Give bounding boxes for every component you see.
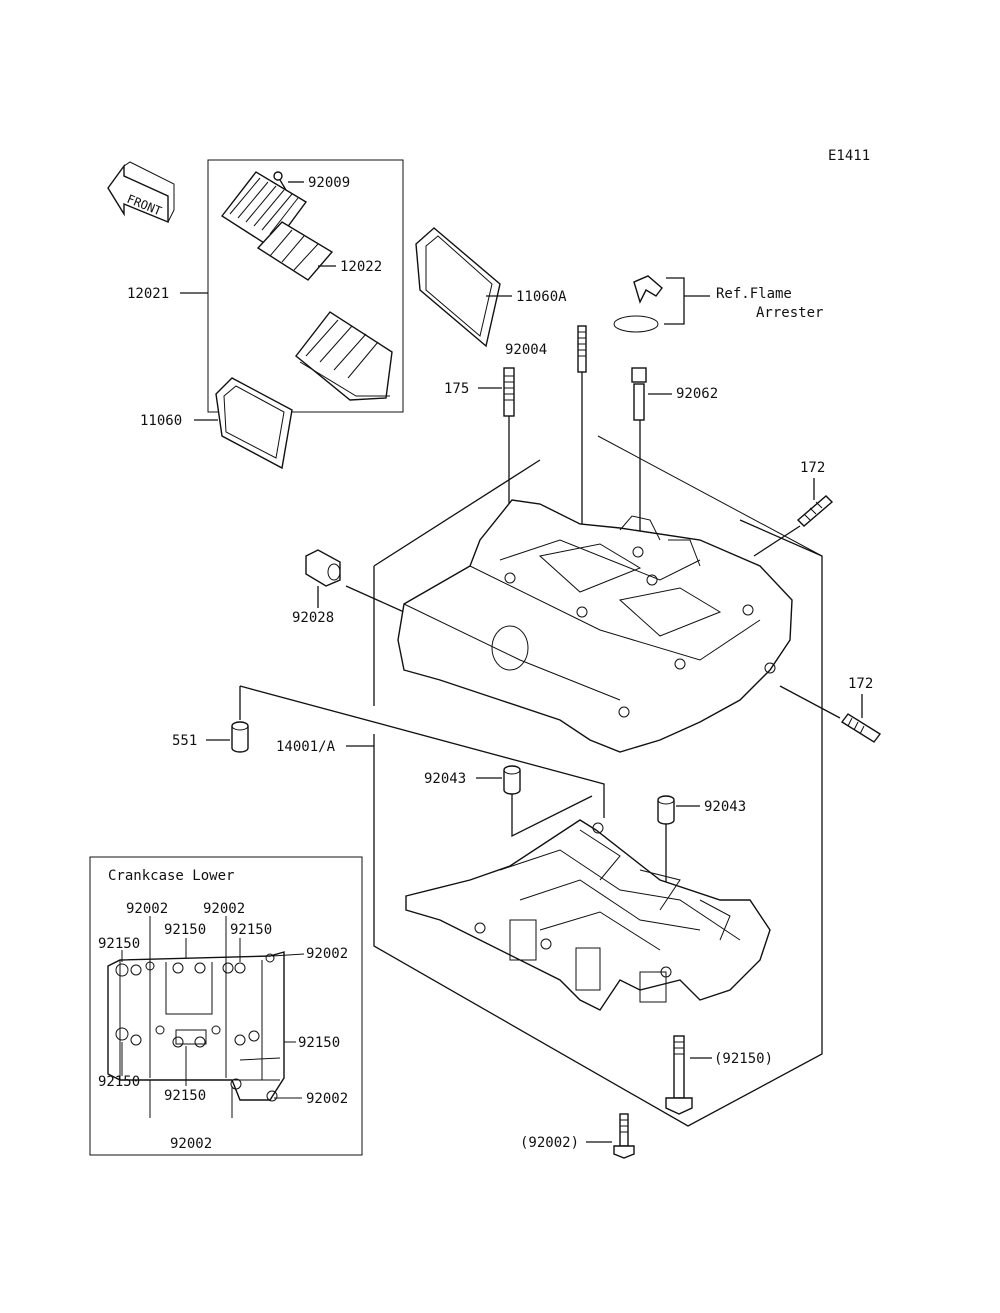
stud-92004 bbox=[577, 325, 587, 373]
dowel-92043-left bbox=[503, 765, 521, 795]
inset-title: Crankcase Lower bbox=[108, 868, 234, 884]
reed-valve-cage bbox=[295, 311, 393, 401]
inset-label-92150-h: 92150 bbox=[98, 1074, 140, 1090]
label-172-upper: 172 bbox=[800, 460, 825, 476]
front-arrow-icon: FRONT bbox=[107, 161, 175, 224]
inset-label-92150-g: 92150 bbox=[298, 1035, 340, 1051]
stud-172-lower bbox=[840, 713, 882, 743]
crankcase-lower bbox=[405, 819, 771, 1011]
reed-stopper bbox=[256, 221, 334, 281]
label-92062: 92062 bbox=[676, 386, 718, 402]
bolt-92150 bbox=[665, 1035, 693, 1115]
label-92004: 92004 bbox=[505, 342, 547, 358]
label-92028: 92028 bbox=[292, 610, 334, 626]
ref-arrester-label: Arrester bbox=[756, 305, 823, 321]
label-12022: 12022 bbox=[340, 259, 382, 275]
inset-label-92002-f: 92002 bbox=[306, 946, 348, 962]
crankcase-lower-inset: Crankcase Lower 92002 92002 92150 92150 … bbox=[89, 856, 363, 1156]
flame-arrester-clip bbox=[613, 275, 663, 333]
dowel-551 bbox=[231, 721, 249, 753]
inset-label-92150-c: 92150 bbox=[164, 922, 206, 938]
label-551: 551 bbox=[172, 733, 197, 749]
label-92043-left: 92043 bbox=[424, 771, 466, 787]
label-92043-right: 92043 bbox=[704, 799, 746, 815]
diagram-id: E1411 bbox=[828, 148, 870, 164]
bolt-92002 bbox=[613, 1113, 635, 1159]
stud-175 bbox=[503, 367, 515, 417]
fitting-92062 bbox=[631, 367, 647, 421]
screw-92009 bbox=[273, 171, 287, 191]
label-175: 175 bbox=[444, 381, 469, 397]
label-92002-paren: (92002) bbox=[520, 1135, 579, 1151]
gasket-11060A bbox=[415, 227, 501, 348]
inset-label-92002-k: 92002 bbox=[170, 1136, 212, 1152]
label-14001A: 14001/A bbox=[276, 739, 336, 755]
label-172-lower: 172 bbox=[848, 676, 873, 692]
inset-label-92150-e: 92150 bbox=[98, 936, 140, 952]
assembly-frame bbox=[373, 459, 823, 1127]
stud-172-upper bbox=[796, 495, 834, 527]
crankcase-upper bbox=[397, 499, 793, 753]
label-11060: 11060 bbox=[140, 413, 182, 429]
label-92009: 92009 bbox=[308, 175, 350, 191]
inset-label-92002-a: 92002 bbox=[126, 901, 168, 917]
inset-label-92002-j: 92002 bbox=[306, 1091, 348, 1107]
label-92150-paren: (92150) bbox=[714, 1051, 773, 1067]
inset-label-92150-i: 92150 bbox=[164, 1088, 206, 1104]
label-12021: 12021 bbox=[127, 286, 169, 302]
label-11060A: 11060A bbox=[516, 289, 567, 305]
ref-flame-label: Ref.Flame bbox=[716, 286, 792, 302]
dowel-92043-right bbox=[657, 795, 675, 825]
gasket-11060 bbox=[215, 377, 293, 470]
inset-label-92002-b: 92002 bbox=[203, 901, 245, 917]
plug-92028 bbox=[305, 549, 341, 587]
reed-valve-group-box bbox=[207, 159, 404, 413]
inset-label-92150-d: 92150 bbox=[230, 922, 272, 938]
